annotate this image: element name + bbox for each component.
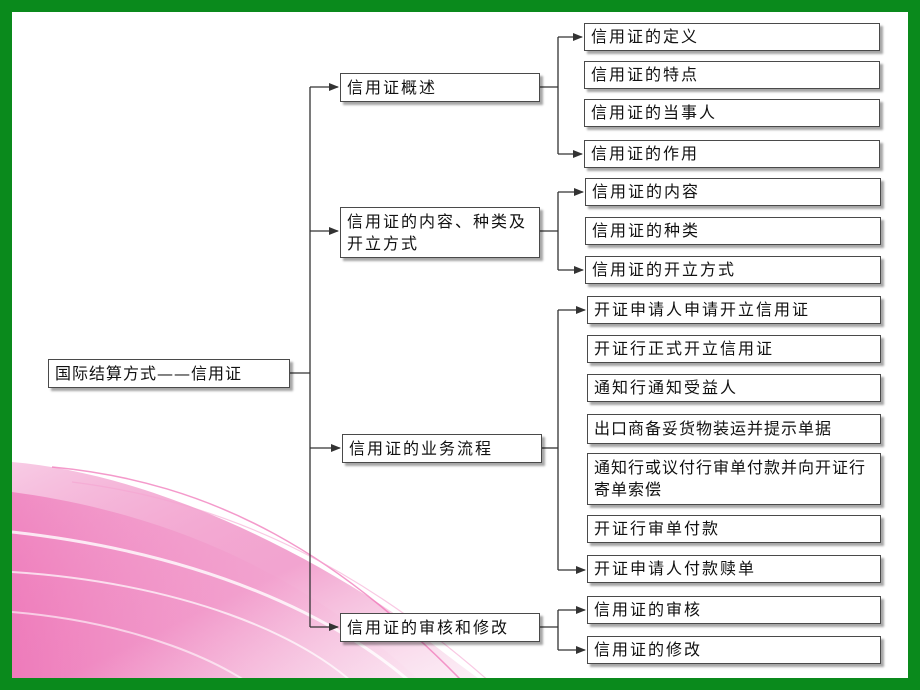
leaf-node: 开证申请人付款赎单: [587, 555, 881, 583]
leaf-node: 信用证的内容: [585, 178, 881, 206]
leaf-node: 信用证的当事人: [584, 99, 880, 127]
leaf-node: 开证行审单付款: [587, 515, 881, 543]
leaf-node: 出口商备妥货物装运并提示单据: [587, 414, 881, 444]
leaf-node: 开证行正式开立信用证: [587, 335, 881, 363]
leaf-node: 信用证的定义: [584, 23, 880, 51]
leaf-node: 信用证的修改: [587, 636, 881, 664]
leaf-node: 信用证的种类: [585, 217, 881, 245]
branch-node-process: 信用证的业务流程: [342, 434, 542, 463]
leaf-node: 通知行或议付行审单付款并向开证行寄单索偿: [587, 453, 881, 505]
leaf-node: 信用证的开立方式: [585, 256, 881, 284]
branch-node-review-amend: 信用证的审核和修改: [340, 613, 540, 642]
branch-node-overview: 信用证概述: [340, 73, 540, 102]
leaf-node: 通知行通知受益人: [587, 374, 881, 402]
leaf-node: 信用证的作用: [584, 140, 880, 168]
leaf-node: 信用证的审核: [587, 596, 881, 624]
leaf-node: 开证申请人申请开立信用证: [587, 296, 881, 324]
root-node: 国际结算方式——信用证: [48, 359, 290, 388]
branch-node-content-types: 信用证的内容、种类及开立方式: [340, 207, 540, 258]
leaf-node: 信用证的特点: [584, 61, 880, 89]
